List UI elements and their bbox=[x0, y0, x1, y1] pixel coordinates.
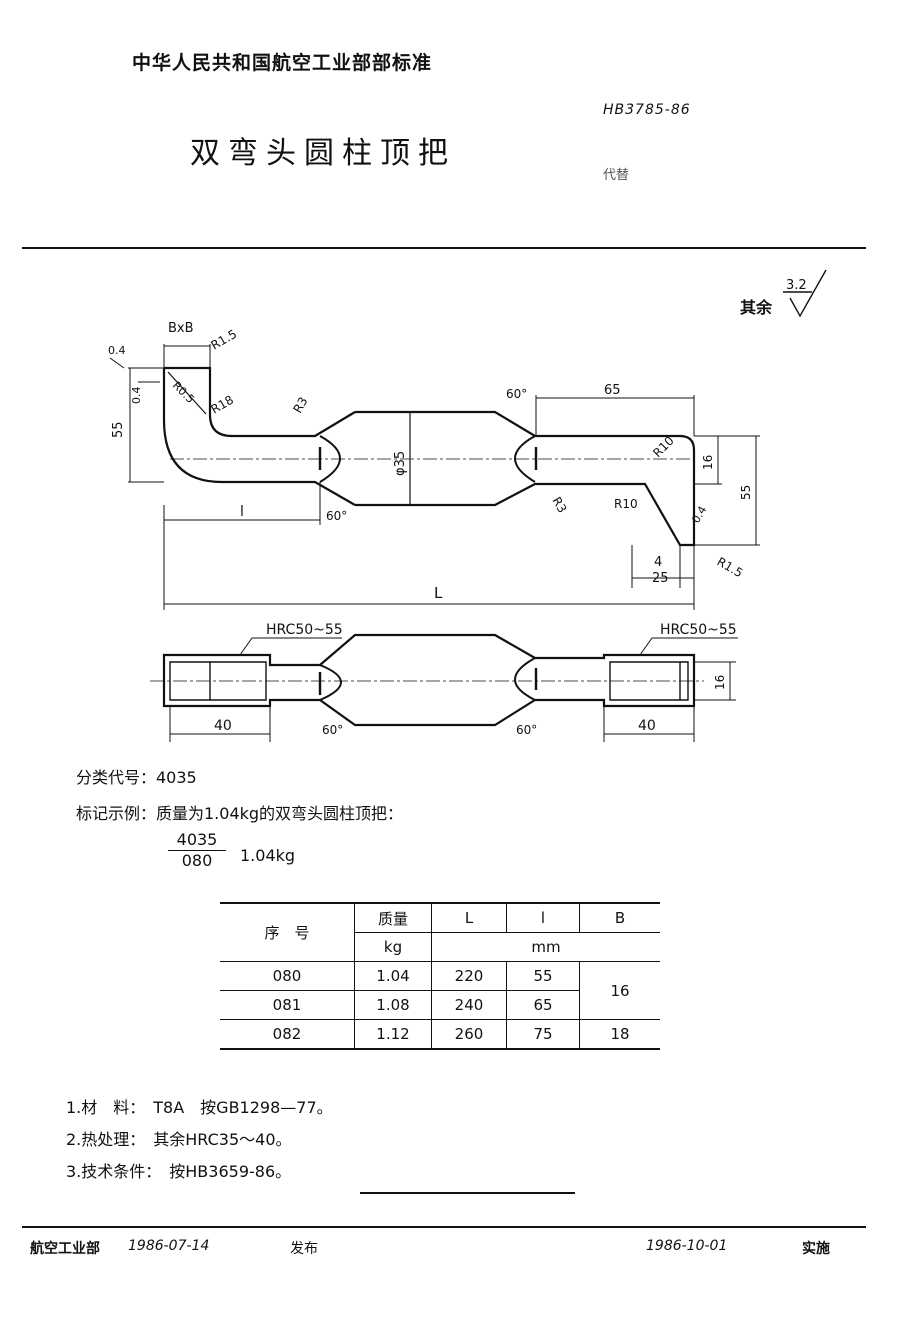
cell-mass: 1.12 bbox=[354, 1019, 432, 1050]
elevation-outline-bottom bbox=[162, 368, 356, 506]
dim-60-b: 60° bbox=[506, 387, 527, 401]
dim-60-c: 60° bbox=[322, 723, 343, 737]
dim-r15-top: R1.5 bbox=[209, 327, 240, 353]
roughness-symbol-icon bbox=[783, 269, 827, 318]
class-code: 分类代号：4035 bbox=[76, 768, 197, 787]
unit-kg: kg bbox=[354, 932, 432, 962]
cell-l: 55 bbox=[506, 961, 580, 991]
dim-0-4a: 0.4 bbox=[108, 344, 126, 357]
elevation-outline-right bbox=[355, 410, 696, 547]
cell-mass: 1.04 bbox=[354, 961, 432, 991]
dim-4: 4 bbox=[654, 555, 662, 570]
hrc-right-label: HRC50~55 bbox=[660, 622, 737, 638]
dim-phi35: φ35 bbox=[393, 451, 408, 476]
dim-0-4b: 0.4 bbox=[130, 387, 143, 405]
document-title: 双弯头圆柱顶把 bbox=[190, 136, 456, 171]
dim-40-left: 40 bbox=[214, 718, 232, 734]
plan-outline bbox=[162, 633, 696, 727]
dim-r3-right: R3 bbox=[549, 495, 569, 516]
cell-seq: 082 bbox=[220, 1019, 355, 1050]
note-technical-conditions: 3.技术条件： 按HB3659-86。 bbox=[66, 1162, 292, 1181]
head-l: l bbox=[506, 902, 580, 933]
dim-r3-left: R3 bbox=[290, 395, 310, 416]
dim-r15-bot: R1.5 bbox=[715, 554, 746, 580]
table-row: 080 1.04 220 55 16 bbox=[220, 961, 660, 1020]
cell-mass: 1.08 bbox=[354, 990, 432, 1020]
marking-example: 标记示例：质量为1.04kg的双弯头圆柱顶把： bbox=[76, 804, 404, 823]
dim-r18: R18 bbox=[209, 393, 236, 417]
roughness-note: 其余 bbox=[740, 298, 773, 317]
dim-bxb: BxB bbox=[168, 321, 194, 336]
marking-numerator: 4035 bbox=[168, 830, 226, 851]
end-rule bbox=[360, 1192, 575, 1194]
marking-fraction: 4035 080 bbox=[168, 830, 226, 871]
cell-L: 260 bbox=[431, 1019, 507, 1050]
dim-25: 25 bbox=[652, 571, 669, 586]
cell-seq: 081 bbox=[220, 990, 355, 1020]
head-B: B bbox=[579, 902, 660, 933]
cell-B-last: 18 bbox=[579, 1019, 660, 1050]
org-standard-heading: 中华人民共和国航空工业部部标准 bbox=[132, 52, 433, 74]
head-seq: 序 号 bbox=[220, 902, 355, 962]
dim-16: 16 bbox=[701, 455, 715, 470]
cell-L: 220 bbox=[431, 961, 507, 991]
note-material: 1.材 料： T8A 按GB1298—77。 bbox=[66, 1098, 333, 1117]
dim-40-right: 40 bbox=[638, 718, 656, 734]
cell-l: 75 bbox=[506, 1019, 580, 1050]
footer-effective-label: 实施 bbox=[802, 1241, 830, 1257]
header-rule bbox=[22, 247, 866, 249]
dim-r10b: R10 bbox=[614, 497, 638, 511]
cell-L: 240 bbox=[431, 990, 507, 1020]
dim-0-4c: 0.4 bbox=[689, 504, 709, 526]
roughness-value: 3.2 bbox=[786, 278, 807, 293]
dim-65: 65 bbox=[604, 383, 621, 398]
footer-issue-label: 发布 bbox=[290, 1241, 318, 1257]
dim-55-left: 55 bbox=[111, 421, 126, 438]
standard-number: HB3785-86 bbox=[603, 102, 691, 118]
dim-l-small: l bbox=[240, 504, 244, 520]
footer-rule bbox=[22, 1226, 866, 1228]
footer-effective-date: 1986-10-01 bbox=[646, 1238, 728, 1254]
marking-denominator: 080 bbox=[181, 851, 213, 870]
unit-mm: mm bbox=[431, 932, 660, 962]
elevation-outline-top bbox=[164, 366, 356, 438]
marking-mass: 1.04kg bbox=[240, 846, 296, 865]
head-L: L bbox=[431, 902, 507, 933]
dim-L-big: L bbox=[434, 584, 443, 602]
cell-B-group: 16 bbox=[579, 961, 660, 1020]
replaces-label: 代替 bbox=[603, 168, 630, 183]
cell-l: 65 bbox=[506, 990, 580, 1020]
head-mass: 质量 bbox=[354, 902, 432, 933]
cell-seq: 080 bbox=[220, 961, 355, 991]
dim-60-a: 60° bbox=[326, 509, 347, 523]
dim-16-plan: 16 bbox=[713, 675, 727, 690]
table-row: 082 1.12 260 75 18 bbox=[220, 1019, 660, 1050]
hrc-left-label: HRC50~55 bbox=[266, 622, 343, 638]
dim-55-right: 55 bbox=[739, 485, 753, 500]
table-row: 081 1.08 240 65 bbox=[220, 990, 660, 1020]
dim-r10a: R10 bbox=[650, 434, 677, 461]
dim-60-d: 60° bbox=[516, 723, 537, 737]
spec-table: 序 号 质量 L l B kg mm 080 1.04 220 55 16 08… bbox=[220, 902, 660, 1050]
footer-issuer: 航空工业部 bbox=[30, 1241, 100, 1257]
technical-drawing: 其余 3.2 BxB R1.5 R0.5 R18 R3 0.4 0.4 55 φ… bbox=[108, 269, 827, 742]
footer-issue-date: 1986-07-14 bbox=[128, 1238, 210, 1254]
note-heat-treatment: 2.热处理： 其余HRC35～40。 bbox=[66, 1130, 292, 1149]
dim-r05: R0.5 bbox=[170, 379, 197, 406]
